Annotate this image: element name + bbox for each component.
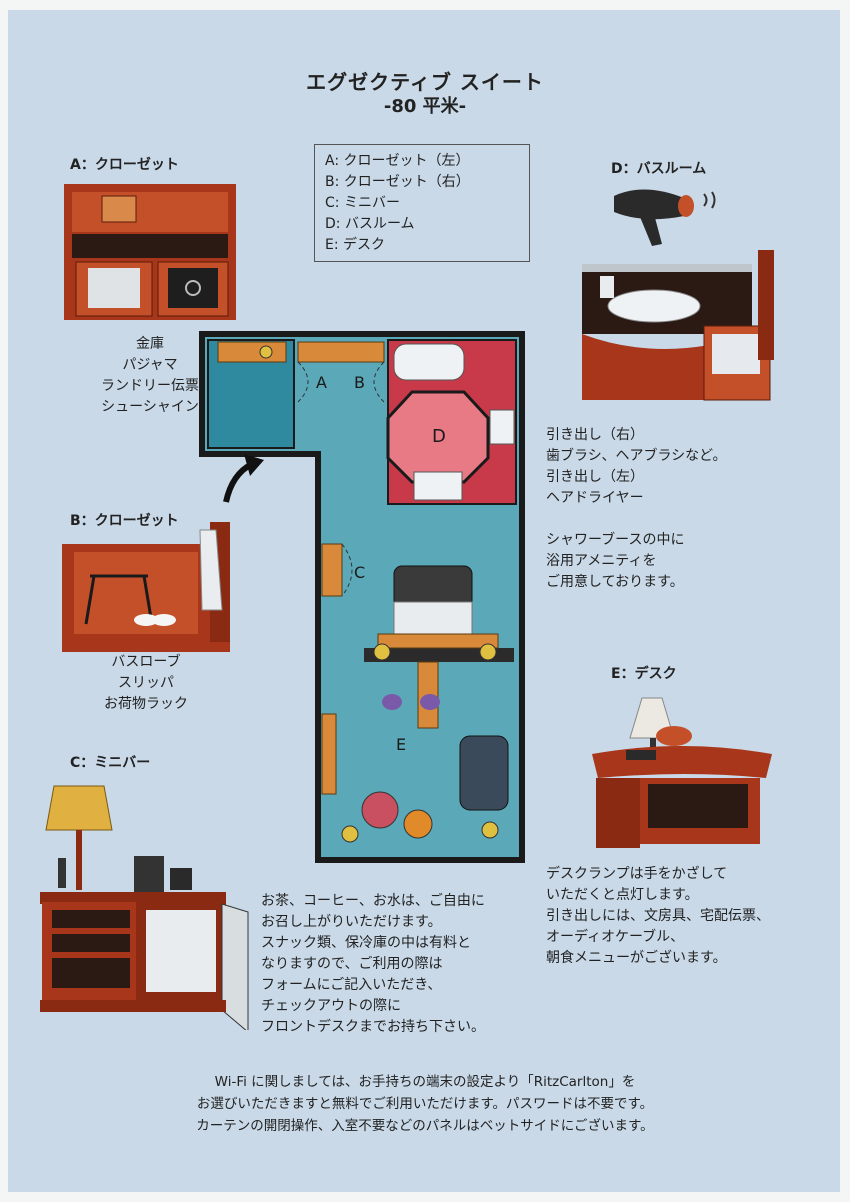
paragraph-line: ご用意しております。	[546, 574, 684, 590]
paragraph-line: シャワーブースの中に	[546, 532, 685, 548]
paragraph-line	[546, 509, 726, 530]
closet-a-illustration	[64, 184, 236, 320]
paragraph-line: 浴用アメニティを	[546, 553, 657, 569]
list-item: バスローブ	[111, 654, 181, 670]
page-title: エグゼクティブ スイート	[306, 70, 544, 94]
paragraph-line: フロントデスクまでお持ち下さい。	[261, 1019, 485, 1035]
paragraph-line: 引き出しには、文房具、宅配伝票、	[546, 908, 770, 924]
legend-item: C: ミニバー	[325, 195, 400, 211]
list-item: ランドリー伝票	[101, 378, 199, 394]
paragraph-line: 歯ブラシ、ヘアブラシなど。	[546, 448, 727, 464]
paragraph-line: いただくと点灯します。	[546, 887, 699, 903]
legend-item: A: クローゼット（左）	[325, 153, 470, 169]
footer-line: Wi-Fi に関しましては、お手持ちの端末の設定より「RitzCarlton」を	[214, 1074, 636, 1090]
section-e-text: デスクランプは手をかざして いただくと点灯します。 引き出しには、文房具、宅配伝…	[546, 864, 770, 969]
section-e-label: E：デスク	[611, 666, 677, 682]
paragraph-line: フォームにご記入いただき、	[261, 977, 442, 993]
paragraph-line: デスクランプは手をかざして	[546, 866, 728, 882]
section-d-label: D：バスルーム	[611, 161, 707, 177]
closet-b-illustration	[62, 522, 230, 652]
hair-dryer-icon	[614, 189, 716, 246]
section-d-text: 引き出し（右） 歯ブラシ、ヘアブラシなど。 引き出し（左） ヘアドライヤー シャ…	[546, 425, 726, 593]
paragraph-line: なりますので、ご利用の際は	[261, 956, 443, 972]
paragraph-line: オーディオケーブル、	[546, 929, 685, 945]
section-c-text: お茶、コーヒー、お水は、ご自由に お召し上がりいただけます。 スナック類、保冷庫…	[261, 891, 485, 1038]
bathroom-vanity-illustration	[582, 250, 774, 401]
paragraph-line: ヘアドライヤー	[546, 490, 644, 506]
footer-line: カーテンの開閉操作、入室不要などのパネルはベットサイドにございます。	[196, 1118, 654, 1134]
paragraph-line: お茶、コーヒー、お水は、ご自由に	[261, 893, 485, 909]
page-subtitle: -80 平米-	[383, 96, 467, 117]
section-a-items: 金庫 パジャマ ランドリー伝票 シューシャイン	[60, 334, 240, 418]
list-item: 金庫	[136, 336, 164, 352]
desk-illustration	[592, 697, 772, 848]
legend-item: D: バスルーム	[325, 216, 415, 232]
section-b-label: B：クローゼット	[70, 513, 179, 529]
paragraph-line: 引き出し（左）	[546, 469, 644, 485]
floorplan-label-b: B	[354, 373, 365, 392]
legend-item: B: クローゼット（右）	[325, 174, 470, 190]
paragraph-line: スナック類、保冷庫の中は有料と	[261, 935, 471, 951]
list-item: スリッパ	[118, 675, 174, 691]
floorplan-label-c: C	[354, 563, 365, 582]
entrance-arrow-icon	[223, 454, 264, 503]
floorplan-label-a: A	[316, 373, 327, 392]
footer-notes: Wi-Fi に関しましては、お手持ちの端末の設定より「RitzCarlton」を…	[0, 1071, 850, 1137]
list-item: お荷物ラック	[104, 696, 188, 712]
footer-line: お選びいただきますと無料でご利用いただけます。パスワードは不要です。	[196, 1096, 654, 1112]
legend-item: E: デスク	[325, 237, 386, 253]
list-item: パジャマ	[122, 357, 178, 373]
minibar-illustration	[40, 785, 249, 1030]
floor-plan: A B C D E	[199, 331, 525, 863]
list-item: シューシャイン	[101, 399, 199, 415]
paragraph-line: お召し上がりいただけます。	[261, 914, 442, 930]
floorplan-label-e: E	[396, 735, 406, 754]
paragraph-line: チェックアウトの際に	[261, 998, 401, 1014]
section-a-label: A：クローゼット	[70, 157, 179, 173]
floorplan-label-d: D	[432, 426, 446, 447]
section-b-items: バスローブ スリッパ お荷物ラック	[56, 652, 236, 715]
paragraph-line: 引き出し（右）	[546, 427, 644, 443]
paragraph-line: 朝食メニューがございます。	[546, 950, 727, 966]
section-c-label: C：ミニバー	[70, 755, 151, 771]
legend-box: A: クローゼット（左） B: クローゼット（右） C: ミニバー D: バスル…	[314, 144, 530, 262]
